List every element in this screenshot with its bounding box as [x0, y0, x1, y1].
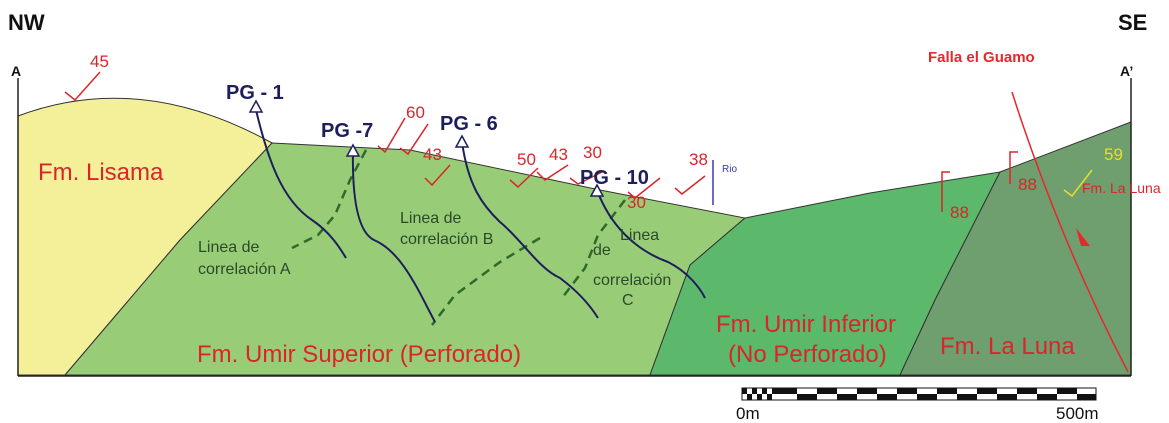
well-pg1-path: [255, 109, 347, 259]
label-correlation-a-1: Linea de: [198, 239, 259, 256]
well-pg6-icon: [454, 134, 470, 148]
dip-symbol-43b: [536, 164, 569, 181]
well-pg1-icon: [248, 99, 264, 113]
dip-value-43a: 43: [423, 145, 442, 164]
section-end-left: A: [11, 63, 21, 79]
dip-symbol-60b: [399, 123, 429, 156]
dip-symbol-38: [674, 175, 706, 195]
dip-symbol-88b: [1009, 151, 1018, 184]
dip-value-60: 60: [406, 103, 425, 122]
dip-symbol-45: [64, 71, 101, 102]
dip-symbol-88a: [941, 171, 950, 212]
dip-value-88b: 88: [1018, 175, 1037, 194]
correlation-line-a: [291, 149, 368, 250]
orientation-left: NW: [8, 10, 45, 35]
fault-line: [1011, 91, 1129, 373]
correlation-line-b: [431, 236, 541, 326]
dip-symbol-50: [509, 167, 539, 189]
dip-symbol-60: [377, 117, 406, 154]
scale-bar: [741, 387, 1097, 401]
orientation-right: SE: [1118, 10, 1147, 35]
label-well-pg7: PG -7: [321, 120, 373, 142]
label-fault: Falla el Guamo: [928, 49, 1035, 66]
dip-value-88a: 88: [950, 203, 969, 222]
section-end-right: A’: [1120, 63, 1133, 79]
label-correlation-c-1: Linea: [620, 227, 659, 244]
dip-symbol-30b: [627, 177, 661, 199]
label-correlation-b-1: Linea de: [400, 210, 461, 227]
label-correlation-b-2: correlación B: [400, 231, 493, 248]
label-river: Rio: [722, 164, 737, 175]
dip-value-59: 59: [1104, 145, 1123, 164]
dip-symbol-59: [1063, 169, 1093, 198]
label-well-pg6: PG - 6: [440, 113, 498, 135]
label-fm-umir-inferior-1: Fm. Umir Inferior: [716, 311, 896, 338]
dip-value-30b: 30: [627, 193, 646, 212]
label-fm-la-luna-small: Fm. La Luna: [1082, 180, 1161, 196]
dip-value-30a: 30: [583, 143, 602, 162]
dip-value-38: 38: [689, 150, 708, 169]
well-pg6-path: [461, 141, 599, 319]
dip-value-43b: 43: [549, 145, 568, 164]
label-well-pg10: PG - 10: [580, 167, 649, 189]
label-fm-umir-inferior-2: (No Perforado): [728, 341, 887, 368]
well-pg7-icon: [345, 143, 361, 157]
scale-start-label: 0m: [736, 404, 760, 423]
label-correlation-c-2: de: [593, 242, 611, 259]
well-pg10-icon: [589, 183, 605, 197]
label-correlation-c-3: correlación: [593, 272, 671, 289]
fm-la-luna-area: [899, 121, 1132, 376]
fault-arrow-icon: [1076, 228, 1090, 246]
dip-value-45: 45: [90, 52, 109, 71]
label-fm-la-luna: Fm. La Luna: [940, 333, 1075, 360]
dip-value-50: 50: [517, 150, 536, 169]
label-correlation-c-4: C: [622, 292, 634, 309]
dip-symbol-43a: [424, 164, 451, 187]
label-well-pg1: PG - 1: [226, 82, 284, 104]
scale-end-label: 500m: [1056, 404, 1099, 423]
well-pg10-path: [596, 189, 706, 299]
label-correlation-a-2: correlación A: [198, 261, 291, 278]
label-fm-umir-superior: Fm. Umir Superior (Perforado): [197, 341, 521, 368]
label-fm-lisama: Fm. Lisama: [38, 159, 164, 186]
dip-symbol-30a: [569, 171, 603, 185]
well-pg7-path: [351, 149, 436, 323]
